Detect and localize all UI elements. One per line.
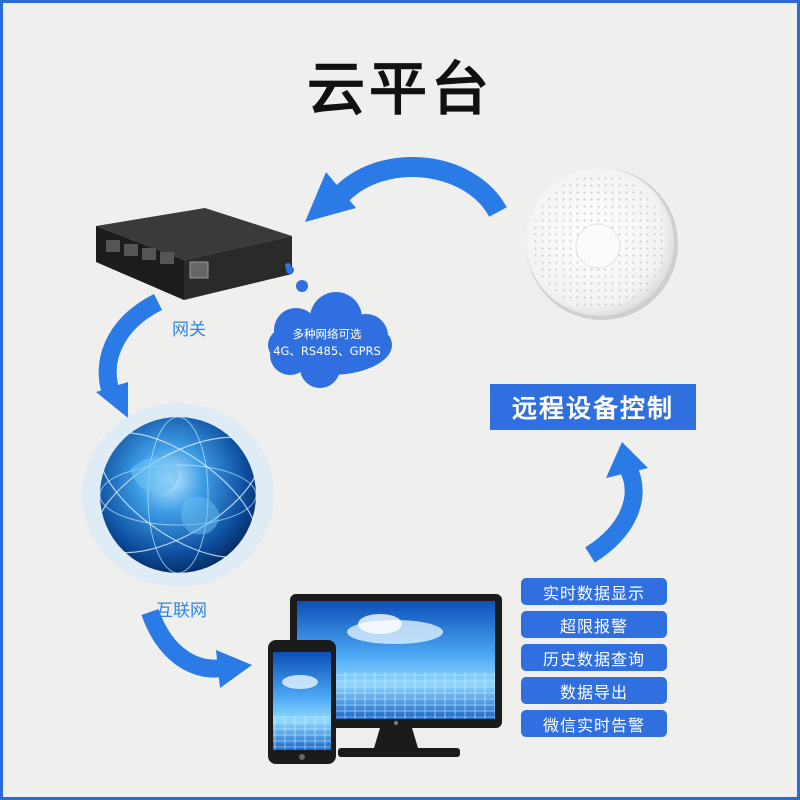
network-note-line-2: 4G、RS485、GPRS — [273, 344, 381, 358]
feature-wechat-alert: 微信实时告警 — [521, 710, 667, 737]
feature-data-export: 数据导出 — [521, 677, 667, 704]
arrow-gateway-to-internet — [96, 293, 163, 418]
network-note-line-1: 多种网络可选 — [292, 327, 362, 341]
monitor-icon — [290, 594, 502, 757]
arrow-internet-to-devices — [141, 608, 252, 688]
feature-realtime-display: 实时数据显示 — [521, 578, 667, 605]
network-cloud-icon — [268, 266, 392, 388]
arrow-devices-to-control — [585, 442, 648, 563]
sensor-device-icon — [526, 168, 678, 320]
gateway-router-icon — [96, 208, 292, 300]
page-title: 云平台 — [306, 55, 493, 123]
feature-history-query: 历史数据查询 — [521, 644, 667, 671]
feature-over-limit-alarm: 超限报警 — [521, 611, 667, 638]
feature-list: 实时数据显示 超限报警 历史数据查询 数据导出 微信实时告警 — [521, 578, 667, 743]
phone-icon — [268, 640, 336, 764]
network-note: 多种网络可选 4G、RS485、GPRS — [268, 326, 386, 360]
remote-control-box: 远程设备控制 — [490, 384, 696, 430]
arrow-sensor-to-gateway — [305, 157, 507, 222]
internet-label: 互联网 — [156, 601, 207, 621]
gateway-label: 网关 — [172, 320, 206, 340]
internet-globe-icon — [82, 403, 274, 587]
